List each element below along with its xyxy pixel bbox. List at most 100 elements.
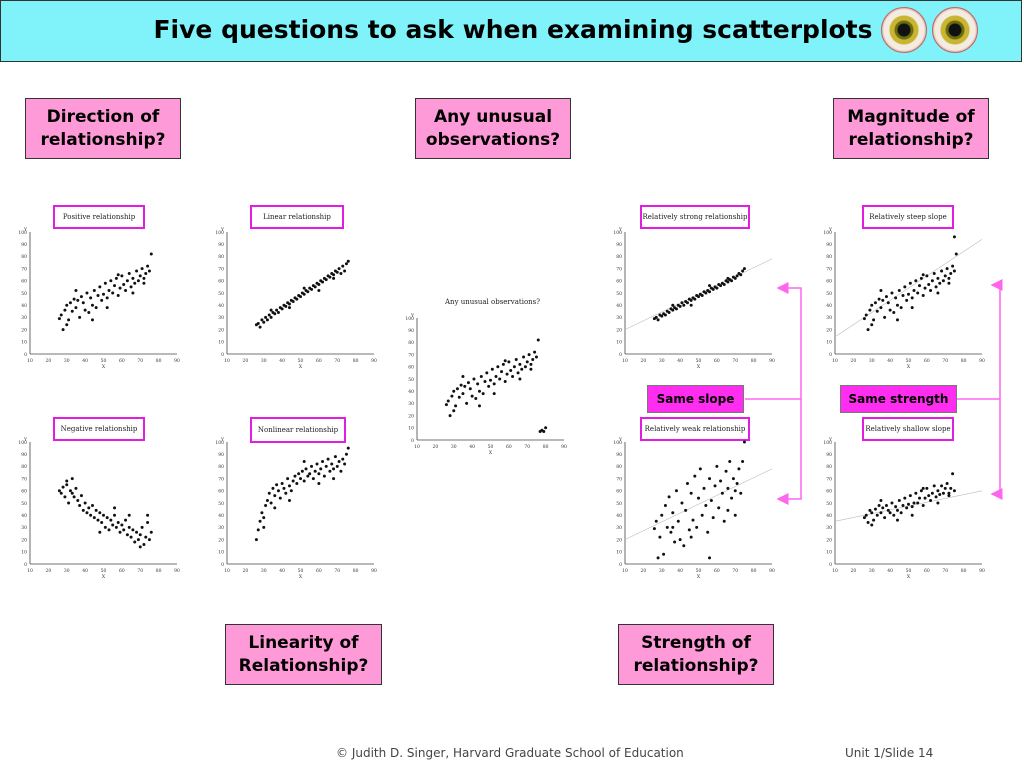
x-tick-label: 90 — [979, 358, 985, 364]
data-point — [892, 311, 896, 315]
data-point — [496, 365, 500, 369]
data-point — [689, 303, 693, 307]
data-point — [324, 464, 328, 468]
y-tick-label: 0 — [24, 352, 27, 358]
data-point — [914, 279, 918, 283]
x-tick-label: 50 — [298, 358, 304, 364]
data-point — [872, 318, 876, 322]
x-tick-label: 10 — [414, 444, 420, 450]
data-point — [895, 318, 899, 322]
data-point — [525, 360, 529, 364]
data-point — [321, 460, 325, 464]
y-tick-label: 90 — [218, 242, 224, 248]
x-tick-label: 90 — [561, 444, 567, 450]
data-point — [523, 365, 527, 369]
data-point — [702, 486, 706, 490]
data-point — [895, 303, 899, 307]
plot-title-negative: Negative relationship — [53, 417, 145, 441]
y-axis-label: Y — [410, 313, 415, 319]
x-tick-label: 60 — [924, 568, 930, 574]
data-point — [146, 521, 150, 525]
data-point — [914, 491, 918, 495]
data-point — [689, 491, 693, 495]
data-point — [332, 276, 336, 280]
data-point — [74, 306, 78, 310]
data-point — [921, 486, 925, 490]
data-point — [90, 318, 94, 322]
data-point — [109, 518, 113, 522]
plot-title-nonlinear: Nonlinear relationship — [250, 417, 346, 443]
x-tick-label: 10 — [224, 568, 230, 574]
data-point — [287, 484, 291, 488]
data-point — [111, 523, 115, 527]
data-point — [912, 289, 916, 293]
data-point — [129, 535, 133, 539]
y-tick-label: 20 — [616, 537, 622, 543]
data-point — [947, 491, 951, 495]
data-point — [140, 267, 144, 271]
x-tick-label: 60 — [316, 358, 322, 364]
data-point — [908, 494, 912, 498]
y-axis-label: Y — [220, 437, 225, 443]
data-point — [67, 501, 71, 505]
data-point — [886, 301, 890, 305]
data-point — [883, 315, 887, 319]
data-point — [518, 377, 522, 381]
data-point — [654, 315, 658, 319]
data-point — [94, 306, 98, 310]
data-point — [522, 355, 526, 359]
data-point — [910, 296, 914, 300]
data-point — [899, 511, 903, 515]
data-point — [886, 508, 890, 512]
data-point — [136, 538, 140, 542]
y-tick-label: 80 — [616, 254, 622, 260]
x-axis-label: X — [697, 574, 701, 580]
y-axis-label: Y — [828, 227, 833, 233]
y-tick-label: 0 — [24, 562, 27, 568]
y-tick-label: 60 — [218, 279, 224, 285]
y-tick-label: 50 — [826, 501, 832, 507]
data-point — [903, 496, 907, 500]
data-point — [741, 269, 745, 273]
data-point — [660, 314, 664, 318]
data-point — [918, 496, 922, 500]
data-point — [70, 491, 74, 495]
y-tick-label: 90 — [826, 242, 832, 248]
data-point — [680, 301, 684, 305]
data-point — [940, 484, 944, 488]
question-linearity: Linearity of Relationship? — [225, 624, 382, 685]
data-point — [317, 289, 321, 293]
data-point — [708, 477, 712, 481]
x-tick-label: 60 — [316, 568, 322, 574]
y-tick-label: 10 — [826, 550, 832, 556]
data-point — [124, 289, 128, 293]
data-point — [669, 530, 673, 534]
question-strength: Strength of relationship? — [618, 624, 774, 685]
data-point — [929, 499, 933, 503]
x-tick-label: 50 — [101, 358, 107, 364]
data-point — [881, 506, 885, 510]
x-tick-label: 80 — [156, 568, 162, 574]
data-point — [76, 298, 80, 302]
plot-title-linear: Linear relationship — [250, 205, 344, 229]
x-tick-label: 40 — [82, 358, 88, 364]
y-tick-label: 60 — [21, 489, 27, 495]
data-point — [890, 501, 894, 505]
y-tick-label: 80 — [826, 464, 832, 470]
data-point — [67, 318, 71, 322]
data-point — [507, 360, 511, 364]
data-point — [938, 281, 942, 285]
data-point — [118, 530, 122, 534]
question-unusual: Any unusual observations? — [415, 98, 571, 159]
data-point — [476, 382, 480, 386]
data-point — [138, 533, 142, 537]
data-point — [98, 285, 102, 289]
data-point — [310, 464, 314, 468]
data-point — [302, 292, 306, 296]
data-point — [328, 275, 332, 279]
data-point — [949, 271, 953, 275]
data-point — [326, 457, 330, 461]
x-tick-label: 10 — [832, 568, 838, 574]
